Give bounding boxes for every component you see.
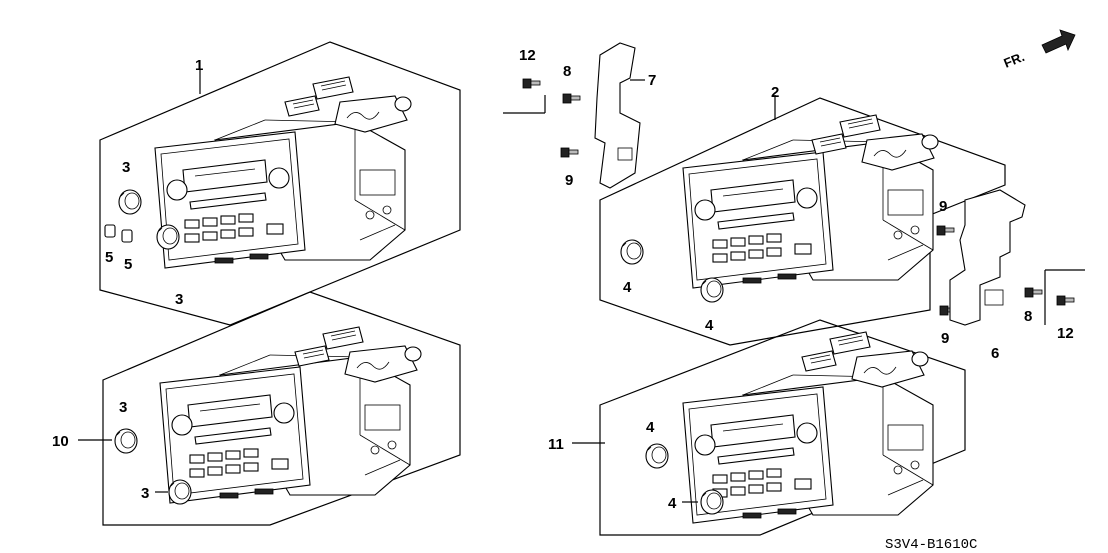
knob-part-4c: [645, 443, 669, 469]
bracket-part-7: [594, 42, 641, 189]
knob-part-3d: [168, 479, 192, 505]
assembly-group-2: [599, 95, 1006, 346]
callout-9b: 9: [939, 198, 947, 215]
clip-part-5b: [121, 229, 133, 243]
bolt-part-9a: [560, 147, 579, 158]
bolt-part-12b: [1056, 295, 1075, 306]
callout-7: 7: [648, 72, 656, 89]
knob-part-4d: [700, 489, 724, 515]
callout-3a: 3: [122, 159, 130, 176]
knob-part-4a: [620, 239, 644, 265]
knob-part-3b: [156, 224, 180, 250]
bolt-part-8b: [1024, 287, 1043, 298]
front-label: FR.: [1002, 49, 1027, 71]
bolt-part-8a: [562, 93, 581, 104]
callout-4b: 4: [705, 317, 714, 334]
radio-unit-1: [154, 119, 406, 269]
bolt-part-12a: [522, 78, 541, 89]
bolt-part-9b: [936, 225, 955, 236]
knob-part-4b: [700, 277, 724, 303]
label-sheets-11: [801, 331, 929, 388]
callout-3c: 3: [119, 399, 127, 416]
callout-2: 2: [771, 84, 779, 101]
callout-6: 6: [991, 345, 999, 362]
callout-1: 1: [195, 57, 203, 74]
callout-12a: 12: [519, 47, 536, 64]
front-direction-indicator: FR.: [1002, 29, 1076, 71]
callout-5b: 5: [124, 256, 132, 273]
callout-8a: 8: [563, 63, 571, 80]
bracket-hardware-top: [503, 42, 645, 189]
callout-9a: 9: [565, 172, 573, 189]
callout-10: 10: [52, 433, 69, 450]
callout-11: 11: [548, 436, 564, 453]
assembly-group-1: [99, 41, 461, 326]
bracket-part-6: [949, 189, 1026, 326]
callout-3b: 3: [175, 291, 183, 308]
group-1-outline: [99, 41, 461, 326]
callout-3d: 3: [141, 485, 149, 502]
callout-4c: 4: [646, 419, 655, 436]
front-arrow-icon: [1041, 29, 1076, 54]
callout-8b: 8: [1024, 308, 1032, 325]
callout-9c: 9: [941, 330, 949, 347]
label-sheets-1: [284, 76, 412, 133]
clip-part-5a: [104, 224, 116, 238]
callout-12b: 12: [1057, 325, 1074, 342]
bracket-hardware-right: [936, 189, 1085, 326]
group-10-outline: [102, 291, 461, 526]
assembly-group-10: [78, 291, 461, 526]
diagram-code: S3V4-B1610C: [885, 537, 977, 553]
callout-4a: 4: [623, 279, 632, 296]
callout-5a: 5: [105, 249, 113, 266]
knob-part-3c: [114, 428, 138, 454]
callout-4d: 4: [668, 495, 677, 512]
assembly-group-11: [572, 319, 966, 536]
knob-part-3a: [118, 189, 142, 215]
group-11-outline: [599, 319, 966, 536]
